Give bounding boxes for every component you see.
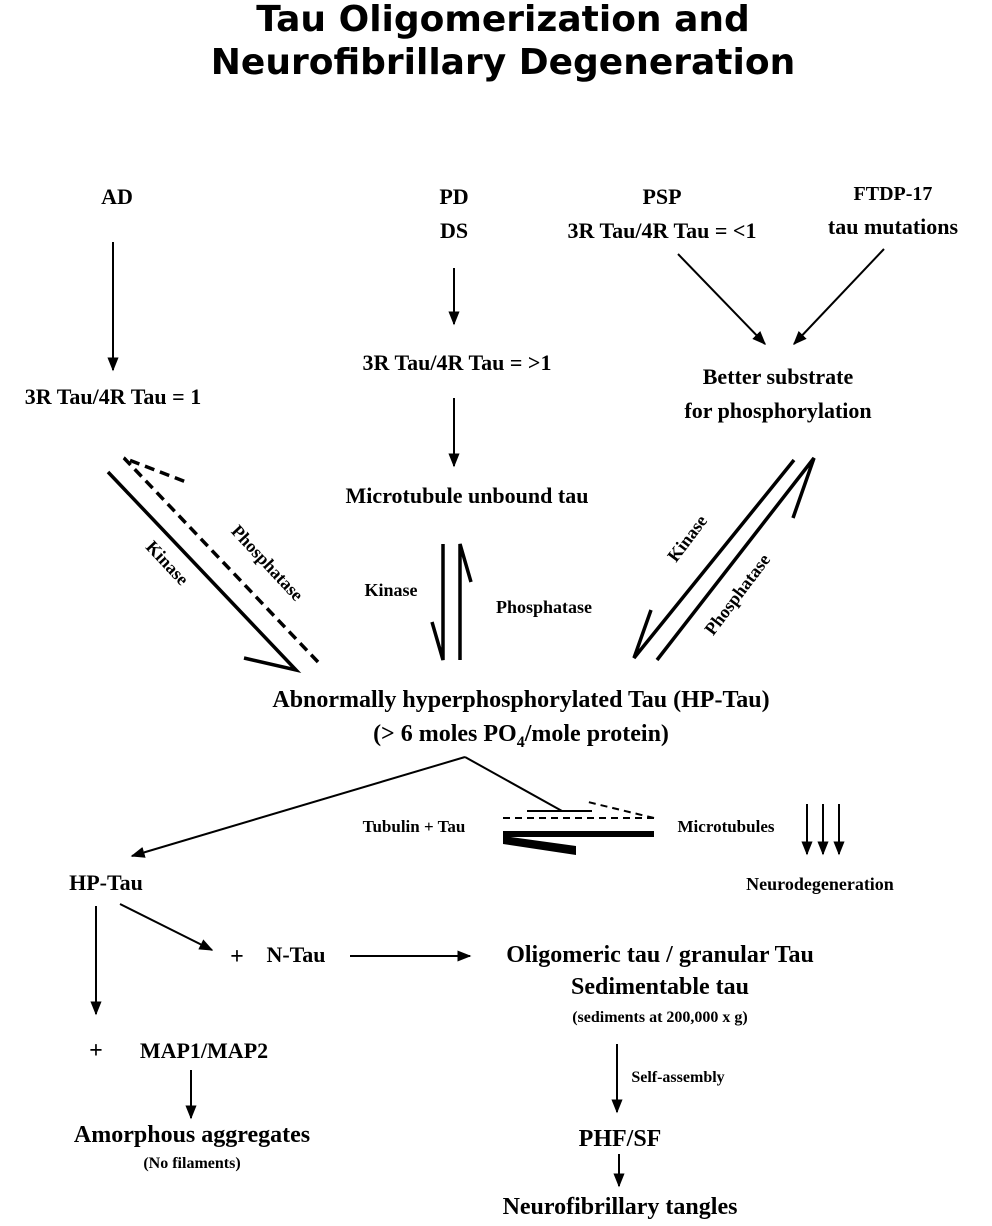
node-oligomeric-tau: Oligomeric tau / granular Tau xyxy=(506,942,814,968)
moles-pre: (> 6 moles PO xyxy=(373,721,517,747)
title-line-1: Tau Oligomerization and xyxy=(256,0,750,40)
right-phosphatase-arrow xyxy=(655,456,816,662)
ad-kinase-label: Kinase xyxy=(142,537,193,589)
node-no-filaments: (No filaments) xyxy=(143,1155,240,1172)
node-better-substrate-1: Better substrate xyxy=(703,364,854,389)
right-kinase-arrow xyxy=(632,458,796,660)
assembly-solid-head xyxy=(503,836,576,855)
edge-self-assembly: Self-assembly xyxy=(631,1069,724,1086)
node-pd-ratio: 3R Tau/4R Tau = >1 xyxy=(363,350,552,375)
ad-phosphatase-label: Phosphatase xyxy=(227,521,307,605)
moles-sub: 4 xyxy=(517,734,525,751)
arrow-to-hp-tau xyxy=(130,756,466,858)
center-kinase-label: Kinase xyxy=(364,580,417,600)
node-neurodegeneration: Neurodegeneration xyxy=(746,874,894,894)
node-tubulin-tau: Tubulin + Tau xyxy=(363,817,466,836)
node-neurofibrillary-tangles: Neurofibrillary tangles xyxy=(503,1194,738,1220)
node-ftdp-17: FTDP-17 xyxy=(854,183,933,205)
node-tau-mutations: tau mutations xyxy=(828,214,959,239)
node-map1-map2: MAP1/MAP2 xyxy=(140,1038,268,1063)
inhibit-line xyxy=(464,756,563,812)
node-microtubule-unbound-tau: Microtubule unbound tau xyxy=(346,483,589,508)
node-ad: AD xyxy=(101,184,133,209)
arrow-ftdp-to-substrate xyxy=(793,248,885,346)
node-hp-tau-moles: (> 6 moles PO4/mole protein) xyxy=(373,721,669,751)
node-psp-ratio: 3R Tau/4R Tau = <1 xyxy=(568,218,757,243)
node-sediments-note: (sediments at 200,000 x g) xyxy=(572,1009,748,1026)
arrow-hp-to-ntau xyxy=(119,903,214,951)
moles-post: /mole protein) xyxy=(524,721,669,747)
node-ad-ratio: 3R Tau/4R Tau = 1 xyxy=(25,384,201,409)
title-line-2: Neurofibrillary Degeneration xyxy=(211,42,795,83)
node-better-substrate-2: for phosphorylation xyxy=(684,398,871,423)
arrow-psp-to-substrate xyxy=(677,253,766,346)
node-microtubules: Microtubules xyxy=(678,817,775,836)
plus-ntau: + xyxy=(230,944,244,970)
node-ds: DS xyxy=(440,218,468,243)
center-phosphatase-arrow xyxy=(458,543,473,660)
center-phosphatase-label: Phosphatase xyxy=(496,597,592,617)
ad-kinase-arrow xyxy=(106,470,302,674)
ad-phosphatase-arrow xyxy=(122,456,320,664)
center-kinase-arrow xyxy=(430,544,445,661)
node-phf-sf: PHF/SF xyxy=(579,1126,662,1152)
node-amorphous-aggregates: Amorphous aggregates xyxy=(74,1122,310,1148)
node-pd: PD xyxy=(439,184,468,209)
node-sedimentable-tau: Sedimentable tau xyxy=(571,974,749,1000)
plus-map: + xyxy=(89,1038,103,1064)
node-n-tau: N-Tau xyxy=(266,942,325,967)
assembly-dashed-head xyxy=(587,801,655,819)
node-hp-tau: HP-Tau xyxy=(69,870,143,895)
node-psp: PSP xyxy=(642,184,681,209)
node-hp-tau-main: Abnormally hyperphosphorylated Tau (HP-T… xyxy=(272,687,769,713)
right-kinase-label: Kinase xyxy=(663,511,711,565)
